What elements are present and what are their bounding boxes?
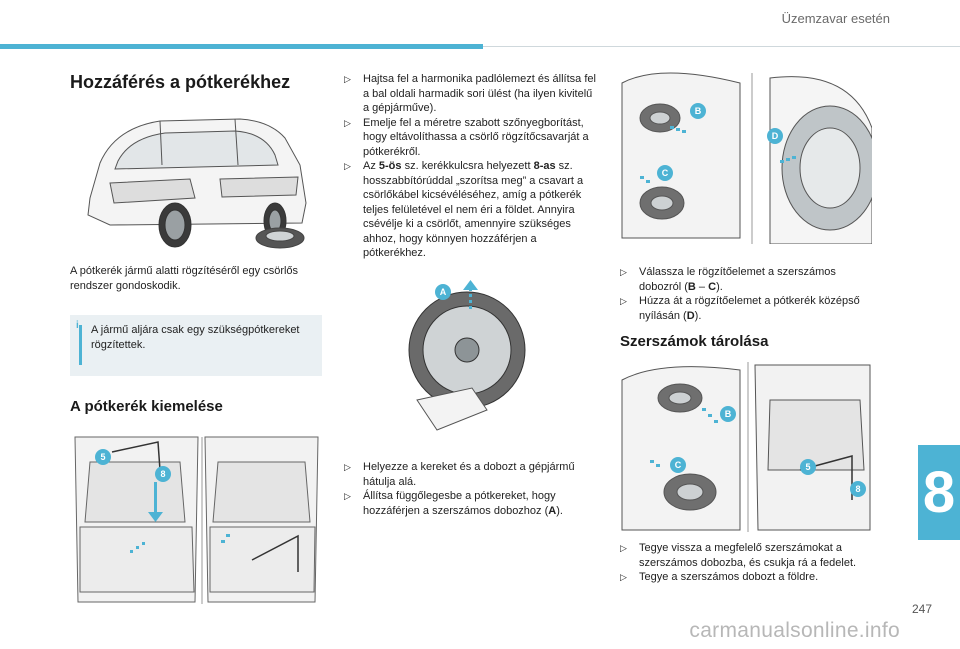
figure-label-d: D <box>767 128 783 144</box>
steps-list-top: ▷Hajtsa fel a harmonika padlólemezt és á… <box>344 72 597 261</box>
list-item: ▷Emelje fel a méretre szabott szőnyegbor… <box>344 116 589 158</box>
header-rule <box>483 46 960 47</box>
list-item: ▷Válassza le rögzítőelemet a szerszámos … <box>620 266 836 293</box>
list-item: ▷Az 5-ös sz. kerékkulcsra helyezett 8-as… <box>344 160 584 259</box>
steps-list-col3-bottom: ▷Tegye vissza a megfelelő szerszámokat a… <box>620 541 872 585</box>
info-note-text: A jármű aljára csak egy szükségpótkereke… <box>91 324 300 351</box>
list-item: ▷Húzza át a rögzítőelemet a pótkerék köz… <box>620 295 860 322</box>
info-note-bar <box>79 325 82 365</box>
figure-label-b: B <box>690 103 706 119</box>
list-item: ▷Hajtsa fel a harmonika padlólemezt és á… <box>344 73 596 114</box>
section-title: Üzemzavar esetén <box>781 11 890 26</box>
fastener-detach-illustration <box>620 68 872 244</box>
storage-label-b: B <box>720 406 736 422</box>
storage-label-8: 8 <box>850 481 866 497</box>
trunk-tools-illustration <box>70 432 322 606</box>
figure-label-8: 8 <box>155 466 171 482</box>
list-item: ▷Tegye a szerszámos dobozt a földre. <box>620 571 819 583</box>
steps-list-col3-top: ▷Válassza le rögzítőelemet a szerszámos … <box>620 265 872 323</box>
info-note: i A jármű aljára csak egy szükségpótkere… <box>70 315 322 376</box>
list-item: ▷Állítsa függőlegesbe a pótkereket, hogy… <box>344 490 563 517</box>
tool-storage-illustration <box>620 360 872 532</box>
header-accent-bar <box>0 44 483 49</box>
subheading-tool-storage: Szerszámok tárolása <box>620 333 769 350</box>
watermark: carmanualsonline.info <box>689 619 900 642</box>
figure-label-c: C <box>657 165 673 181</box>
steps-list-bottom: ▷Helyezze a kereket és a dobozt a gépjár… <box>344 460 597 518</box>
car-rear-spare-wheel-illustration <box>70 103 322 253</box>
figure-label-a: A <box>435 284 451 300</box>
storage-label-5: 5 <box>800 459 816 475</box>
figure-label-5: 5 <box>95 449 111 465</box>
subheading-spare-removal: A pótkerék kiemelése <box>70 398 223 415</box>
list-item: ▷Tegye vissza a megfelelő szerszámokat a… <box>620 542 857 569</box>
spare-wheel-toolbox-illustration <box>397 280 547 440</box>
page-title: Hozzáférés a pótkerékhez <box>70 72 291 92</box>
storage-label-c: C <box>670 457 686 473</box>
info-icon: i <box>76 320 79 331</box>
chapter-tab: 8 <box>918 445 960 540</box>
intro-text: A pótkerék jármű alatti rögzítéséről egy… <box>70 265 299 292</box>
list-item: ▷Helyezze a kereket és a dobozt a gépjár… <box>344 461 575 488</box>
page-number: 247 <box>911 602 932 616</box>
